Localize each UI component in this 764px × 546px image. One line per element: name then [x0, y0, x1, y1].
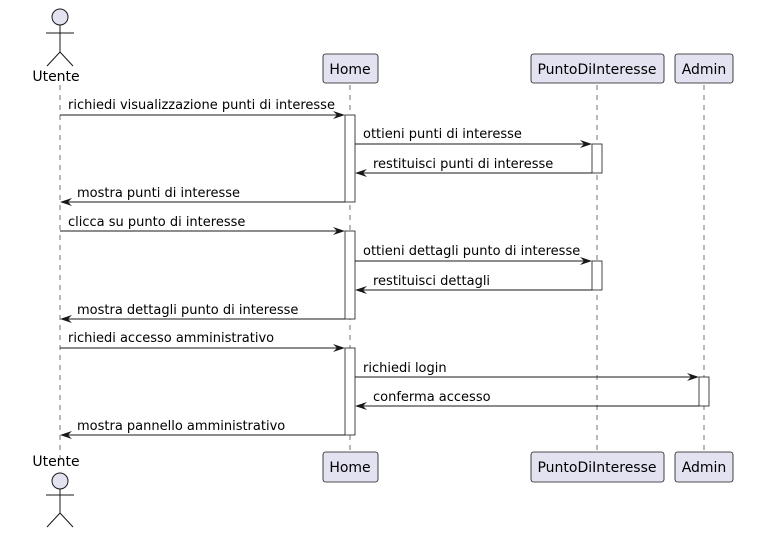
activation-punto-1 [591, 143, 603, 174]
participant-punto-bottom: PuntoDiInteresse [530, 451, 665, 483]
arrowhead-icon [355, 169, 367, 177]
message-6: ottieni dettagli punto di interesse [355, 244, 592, 265]
actor-label-utente-top: Utente [32, 69, 79, 85]
participant-box [674, 53, 734, 84]
participant-box [530, 451, 665, 483]
message-label: mostra punti di interesse [77, 186, 240, 201]
message-4: mostra punti di interesse [60, 186, 345, 206]
arrowhead-icon [580, 140, 592, 148]
actor-head-icon [51, 472, 69, 490]
participant-label-punto-bottom: PuntoDiInteresse [537, 460, 656, 476]
message-11: conferma accesso [355, 390, 699, 410]
activation-home-2 [344, 230, 356, 320]
activation-home-3 [344, 347, 356, 436]
arrowhead-icon [580, 257, 592, 265]
actor-utente-top: Utente [32, 8, 80, 85]
arrowhead-icon [333, 111, 345, 119]
message-9: richiedi accesso amministrativo [60, 331, 345, 352]
arrowhead-icon [687, 373, 699, 381]
message-label: restituisci punti di interesse [373, 157, 553, 172]
message-12: mostra pannello amministrativo [60, 419, 345, 439]
message-2: ottieni punti di interesse [355, 127, 592, 148]
arrowhead-icon [60, 315, 72, 323]
participant-label-home-bottom: Home [329, 460, 370, 476]
participant-label-admin-bottom: Admin [682, 460, 727, 476]
message-8: mostra dettagli punto di interesse [60, 303, 345, 323]
participant-label-admin-top: Admin [682, 62, 727, 78]
message-label: ottieni punti di interesse [363, 127, 522, 142]
activation-punto-2 [591, 260, 603, 291]
actor-body-icon [46, 489, 74, 528]
message-label: mostra dettagli punto di interesse [77, 303, 298, 318]
actor-body-icon [46, 25, 74, 67]
message-label: clicca su punto di interesse [68, 215, 245, 230]
participant-box [322, 451, 379, 483]
message-label: conferma accesso [373, 390, 491, 405]
arrowhead-icon [355, 402, 367, 410]
participant-home-bottom: Home [322, 451, 379, 483]
actor-head-icon [51, 8, 69, 26]
actor-utente-bottom: Utente [32, 454, 80, 528]
message-7: restituisci dettagli [355, 274, 592, 294]
participant-box [674, 451, 734, 483]
message-10: richiedi login [355, 361, 699, 381]
message-label: richiedi login [363, 361, 447, 376]
participant-label-punto-top: PuntoDiInteresse [537, 62, 656, 78]
message-label: ottieni dettagli punto di interesse [363, 244, 580, 259]
message-label: richiedi visualizzazione punti di intere… [68, 98, 335, 113]
arrowhead-icon [355, 286, 367, 294]
message-1: richiedi visualizzazione punti di intere… [60, 98, 345, 119]
actor-label-utente-bottom: Utente [32, 454, 79, 470]
participant-punto-top: PuntoDiInteresse [530, 53, 665, 84]
participant-label-home-top: Home [329, 62, 370, 78]
message-label: mostra pannello amministrativo [77, 419, 285, 434]
participant-box [322, 53, 379, 84]
message-5: clicca su punto di interesse [60, 215, 345, 235]
participant-admin-top: Admin [674, 53, 734, 84]
participant-home-top: Home [322, 53, 379, 84]
arrowhead-icon [333, 344, 345, 352]
message-label: restituisci dettagli [373, 274, 490, 289]
arrowhead-icon [60, 431, 72, 439]
participant-admin-bottom: Admin [674, 451, 734, 483]
arrowhead-icon [60, 198, 72, 206]
message-3: restituisci punti di interesse [355, 157, 592, 177]
message-label: richiedi accesso amministrativo [68, 331, 274, 346]
participant-box [530, 53, 665, 84]
activation-home-1 [344, 114, 356, 203]
activation-admin-1 [698, 376, 710, 407]
arrowhead-icon [333, 227, 345, 235]
